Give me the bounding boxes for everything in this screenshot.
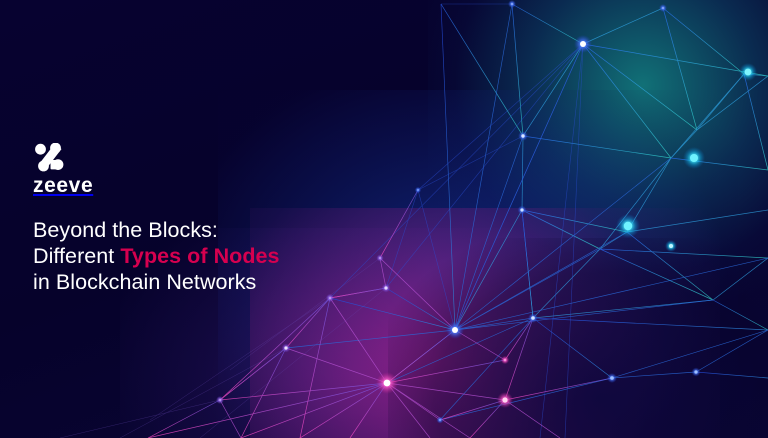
zeeve-wordmark: zeeve <box>33 174 94 197</box>
banner-content: zeeve Beyond the Blocks: Different Types… <box>33 143 453 295</box>
headline-line-3: in Blockchain Networks <box>33 270 257 294</box>
headline-line-2: Different Types of Nodes <box>33 243 453 269</box>
headline-line-2-prefix: Different <box>33 244 121 268</box>
headline-highlight: Types of Nodes <box>120 244 280 268</box>
network-nodes <box>216 0 757 424</box>
zeeve-logo[interactable]: zeeve <box>33 143 453 196</box>
headline-line-1: Beyond the Blocks: <box>33 218 218 242</box>
page-title: Beyond the Blocks: Different Types of No… <box>33 217 453 295</box>
zeeve-z-mark-icon <box>35 143 64 172</box>
